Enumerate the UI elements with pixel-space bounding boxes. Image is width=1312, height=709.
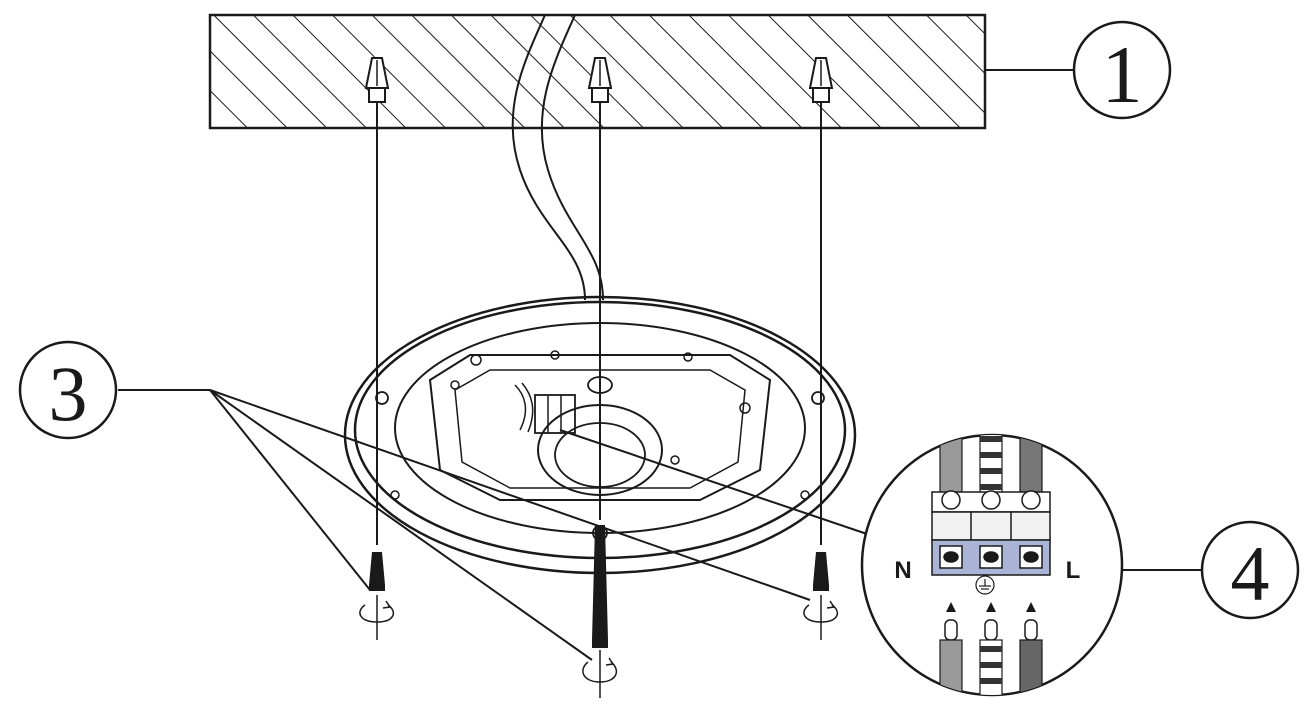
callout-1: 1 (1072, 20, 1172, 120)
callout-3-label: 3 (49, 350, 88, 437)
screw-right (803, 552, 839, 640)
callout-3: 3 (18, 340, 118, 440)
callout-4-label: 4 (1231, 530, 1270, 617)
wall-anchor-left (364, 57, 390, 103)
terminal-block (931, 490, 1051, 595)
callout-1-label: 1 (1102, 29, 1143, 120)
leader-lines (118, 69, 1205, 661)
callout-4: 4 (1200, 520, 1300, 620)
wall-anchor-center (587, 57, 613, 103)
stripped-wires (939, 619, 1043, 695)
terminal-inset: N L (860, 433, 1124, 697)
power-cable (511, 14, 604, 301)
live-label: L (1066, 557, 1081, 584)
neutral-label: N (894, 557, 911, 584)
ceiling (208, 13, 987, 130)
screw-left (359, 552, 395, 640)
guide-lines (376, 102, 822, 545)
insert-arrows (946, 602, 1036, 612)
screw-center (582, 525, 618, 698)
